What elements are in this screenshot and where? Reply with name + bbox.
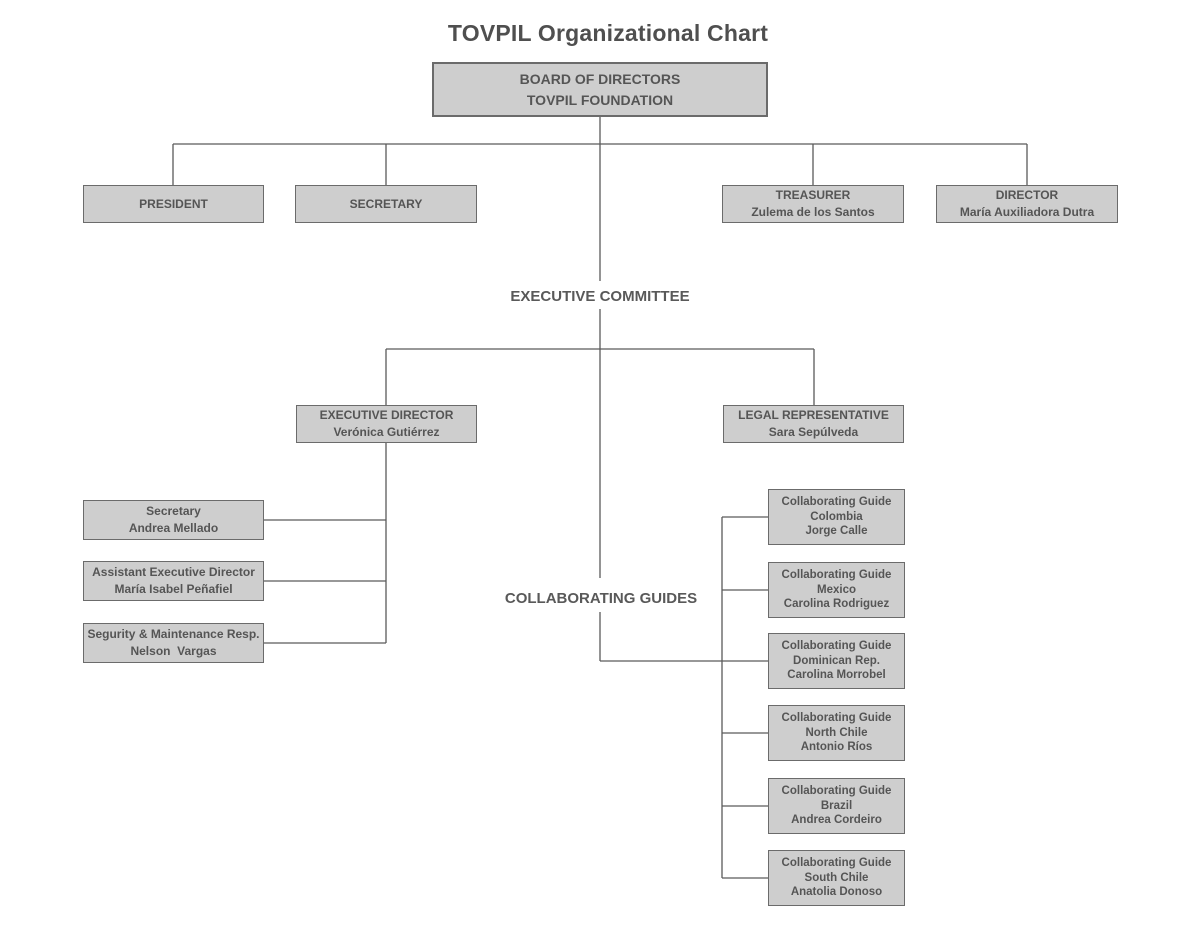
node-title: Collaborating Guide	[781, 856, 892, 869]
node-region: South Chile	[804, 871, 869, 884]
node-treasurer: TREASURER Zulema de los Santos	[722, 185, 904, 223]
node-person-name: Antonio Ríos	[800, 741, 873, 754]
node-title: PRESIDENT	[139, 196, 208, 211]
node-title: Collaborating Guide	[781, 784, 892, 797]
node-title: Assistant Executive Director	[92, 565, 255, 580]
node-person-name: María Auxiliadora Dutra	[959, 205, 1095, 219]
node-title: Collaborating Guide	[781, 711, 892, 724]
node-guide-south-chile: Collaborating Guide South Chile Anatolia…	[768, 850, 905, 906]
node-title: Collaborating Guide	[781, 568, 892, 581]
node-person-name: Sara Sepúlveda	[768, 425, 859, 439]
node-title: LEGAL REPRESENTATIVE	[738, 408, 889, 423]
node-person-name: Anatolia Donoso	[790, 886, 883, 899]
node-person-name: Andrea Mellado	[128, 521, 219, 535]
node-staff-secretary: Secretary Andrea Mellado	[83, 500, 264, 540]
node-title: DIRECTOR	[995, 188, 1059, 203]
node-person-name: Jorge Calle	[805, 525, 868, 538]
node-person-name: Verónica Gutiérrez	[333, 425, 440, 439]
node-person-name: Zulema de los Santos	[751, 205, 875, 219]
chart-title: TOVPIL Organizational Chart	[447, 20, 769, 46]
node-subtitle: TOVPIL FOUNDATION	[526, 91, 674, 108]
node-region: Brazil	[820, 799, 853, 812]
node-title: Secretary	[146, 504, 201, 519]
node-title: TREASURER	[775, 188, 851, 203]
node-region: North Chile	[805, 726, 868, 739]
node-title: EXECUTIVE DIRECTOR	[319, 408, 454, 423]
node-person-name: Carolina Morrobel	[787, 669, 886, 682]
node-person-name: María Isabel Peñafiel	[114, 582, 233, 596]
node-region: Dominican Rep.	[793, 654, 880, 667]
node-region: Mexico	[817, 583, 856, 596]
node-board-of-directors: BOARD OF DIRECTORS TOVPIL FOUNDATION	[432, 62, 768, 117]
node-legal-representative: LEGAL REPRESENTATIVE Sara Sepúlveda	[723, 405, 904, 443]
node-guide-mexico: Collaborating Guide Mexico Carolina Rodr…	[768, 562, 905, 618]
node-guide-north-chile: Collaborating Guide North Chile Antonio …	[768, 705, 905, 761]
node-title: Segurity & Maintenance Resp.	[87, 627, 260, 642]
node-title: SECRETARY	[349, 196, 423, 211]
node-staff-assistant-executive-director: Assistant Executive Director María Isabe…	[83, 561, 264, 601]
node-person-name: Andrea Cordeiro	[791, 814, 882, 827]
node-title: BOARD OF DIRECTORS	[519, 70, 681, 87]
node-director: DIRECTOR María Auxiliadora Dutra	[936, 185, 1118, 223]
node-guide-brazil: Collaborating Guide Brazil Andrea Cordei…	[768, 778, 905, 834]
node-person-name: Carolina Rodriguez	[783, 598, 890, 611]
node-president: PRESIDENT	[83, 185, 264, 223]
node-title: Collaborating Guide	[781, 639, 892, 652]
node-region: Colombia	[810, 510, 863, 523]
node-staff-security-maintenance: Segurity & Maintenance Resp. Nelson Varg…	[83, 623, 264, 663]
node-person-name: Nelson Vargas	[130, 644, 217, 658]
node-secretary: SECRETARY	[295, 185, 477, 223]
collaborating-guides-label: COLLABORATING GUIDES	[504, 590, 698, 607]
executive-committee-label: EXECUTIVE COMMITTEE	[510, 288, 690, 305]
node-title: Collaborating Guide	[781, 495, 892, 508]
node-guide-dominican-rep: Collaborating Guide Dominican Rep. Carol…	[768, 633, 905, 689]
node-guide-colombia: Collaborating Guide Colombia Jorge Calle	[768, 489, 905, 545]
node-executive-director: EXECUTIVE DIRECTOR Verónica Gutiérrez	[296, 405, 477, 443]
